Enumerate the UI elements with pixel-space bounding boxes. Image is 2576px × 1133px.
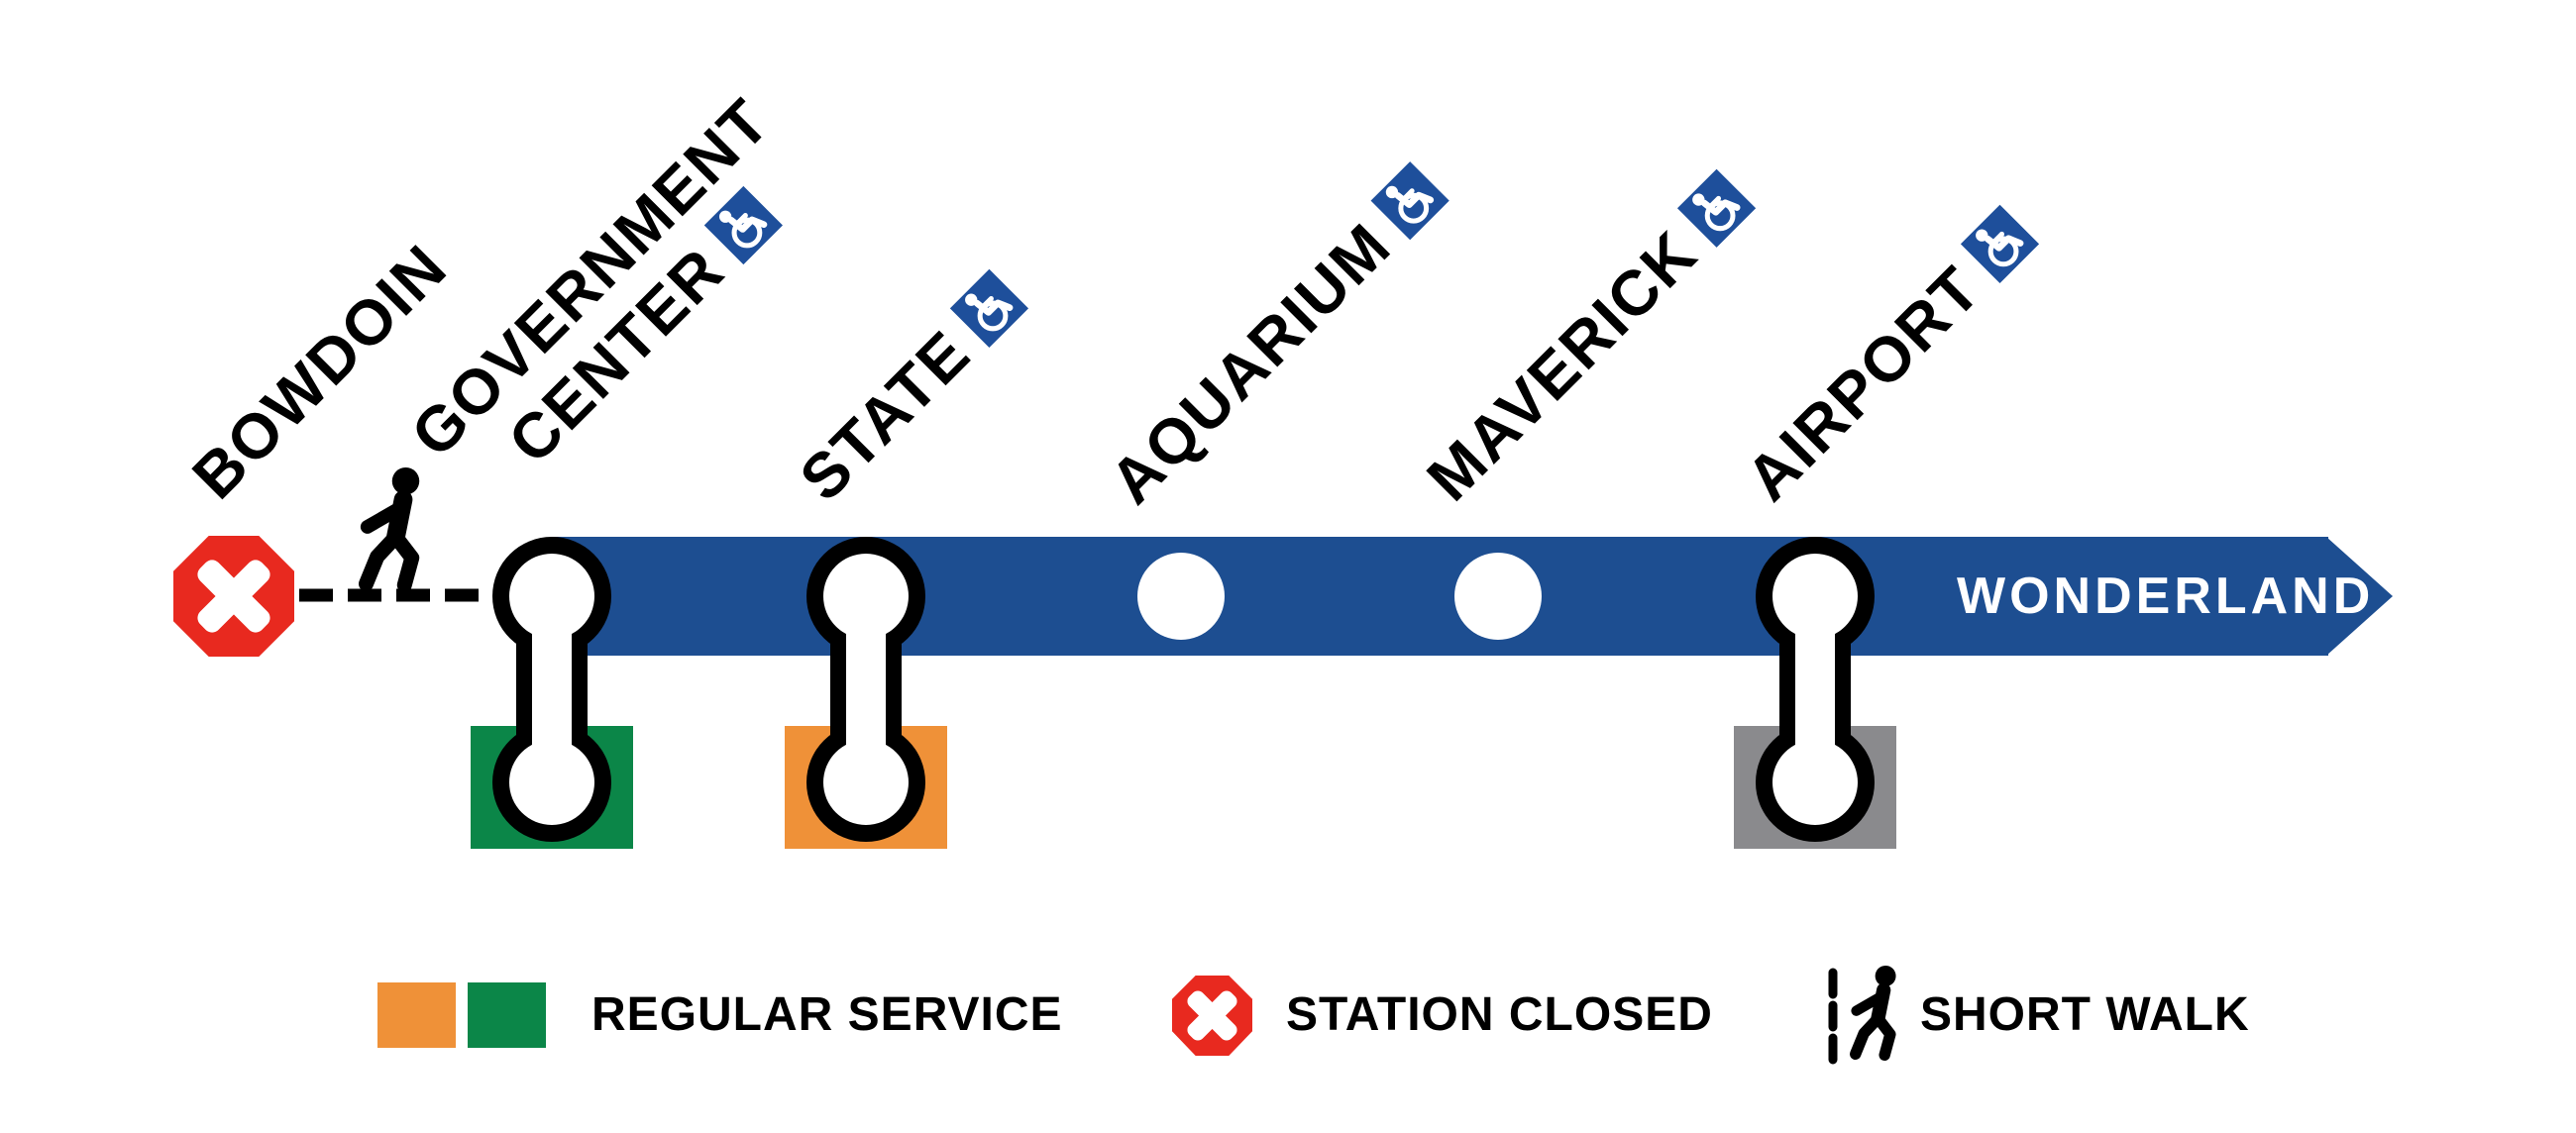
station-marker-airport [1756,537,1875,842]
legend-walking-person-icon [1856,966,1896,1055]
legend-green-square [468,982,546,1048]
legend-regular-service-label: REGULAR SERVICE [591,988,1063,1041]
direction-label-wonderland: WONDERLAND [1957,567,2375,625]
legend-orange-square [377,982,456,1048]
blue-line-arrowhead [2326,537,2393,656]
closed-x-icon [197,560,270,633]
station-marker-state [806,537,925,842]
closed-station-icon [173,536,294,657]
legend-short-walk-label: SHORT WALK [1920,988,2250,1041]
accessible-icon [1960,204,2040,283]
accessible-icon [1676,168,1756,249]
station-label-state: STATE [786,264,1036,515]
legend-station-closed-label: STATION CLOSED [1286,988,1713,1041]
station-marker-aquarium [1137,553,1225,640]
accessible-icon [950,268,1029,348]
station-label-aquarium: AQUARIUM [1096,156,1457,518]
accessible-icon [703,185,783,265]
station-label-maverick: MAVERICK [1413,164,1764,515]
accessible-icon [1370,161,1449,241]
station-label-government-center: GOVERNMENT CENTER [396,84,835,523]
station-marker-maverick [1454,553,1542,640]
station-marker-government-center [492,537,611,842]
walking-person-map-icon [367,467,420,585]
legend-closed-octagon-icon [1172,976,1252,1056]
station-label-airport: AIRPORT [1732,200,2047,515]
